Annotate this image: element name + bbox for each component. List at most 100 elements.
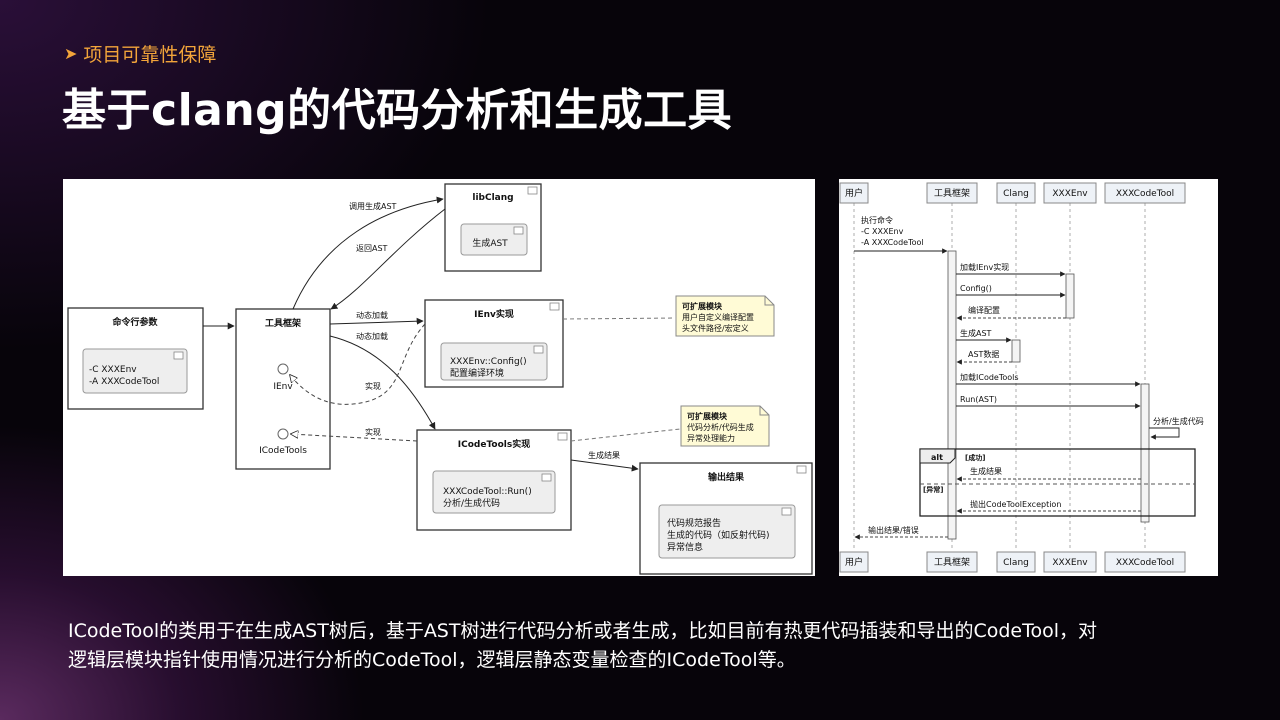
note-ienv-line2: 头文件路径/宏定义 bbox=[682, 323, 749, 333]
edge-impl-icodetools bbox=[291, 434, 418, 442]
edge-return-ast bbox=[330, 208, 446, 310]
participant-xxxenv-bottom: XXXEnv bbox=[1043, 551, 1097, 573]
description-line-1: ICodeTool的类用于在生成AST树后，基于AST树进行代码分析或者生成，比… bbox=[68, 620, 1098, 642]
libclang-title: libClang bbox=[472, 193, 513, 203]
edge-note-ienv bbox=[562, 317, 676, 320]
icodetools-impl-line1: XXXCodeTool::Run() bbox=[443, 487, 532, 497]
msg-ast-data: AST数据 bbox=[968, 349, 999, 359]
label-gen-result: 生成结果 bbox=[588, 450, 620, 460]
alt-exception-guard: [异常] bbox=[923, 485, 943, 494]
label-dyn-load2: 动态加载 bbox=[356, 331, 388, 341]
output-line3: 异常信息 bbox=[667, 541, 703, 553]
msg-gen-ast: 生成AST bbox=[960, 328, 992, 338]
ienv-impl-line2: 配置编译环境 bbox=[450, 367, 504, 379]
participant-xxxcodetool-bottom: XXXCodeTool bbox=[1104, 551, 1186, 573]
svg-text:Clang: Clang bbox=[1003, 189, 1029, 199]
svg-text:工具框架: 工具框架 bbox=[934, 187, 970, 199]
component-diagram-panel: 命令行参数 -C XXXEnv -A XXXCodeTool 工具框架 IEnv… bbox=[63, 179, 815, 576]
msg-exec-line1: 执行命令 bbox=[861, 215, 893, 225]
note-ienv-line1: 用户自定义编译配置 bbox=[682, 312, 754, 322]
svg-text:XXXCodeTool: XXXCodeTool bbox=[1116, 558, 1174, 568]
note-ienv-title: 可扩展模块 bbox=[682, 301, 723, 311]
icodetools-impl-title: ICodeTools实现 bbox=[458, 438, 530, 450]
component-diagram: 命令行参数 -C XXXEnv -A XXXCodeTool 工具框架 IEnv… bbox=[67, 183, 813, 575]
triangle-arrow-icon: ➤ bbox=[64, 44, 78, 63]
label-call-ast: 调用生成AST bbox=[349, 201, 397, 211]
edge-dyn-load-icodetools bbox=[329, 335, 436, 430]
msg-analyze-arrow bbox=[1149, 427, 1180, 440]
output-line2: 生成的代码（如反射代码) bbox=[667, 529, 770, 541]
msg-load-ienv: 加载IEnv实现 bbox=[960, 262, 1009, 272]
svg-text:工具框架: 工具框架 bbox=[934, 556, 970, 568]
label-impl1: 实现 bbox=[365, 381, 381, 391]
icodetools-impl-line2: 分析/生成代码 bbox=[443, 497, 500, 509]
participant-clang-top: Clang bbox=[996, 182, 1036, 204]
section-label: 项目可靠性保障 bbox=[83, 44, 217, 66]
ienv-impl-component: IEnv实现 XXXEnv::Config() 配置编译环境 bbox=[424, 299, 564, 388]
edge-note-icodetools bbox=[570, 428, 681, 442]
svg-text:用户: 用户 bbox=[845, 556, 863, 568]
label-return-ast: 返回AST bbox=[356, 244, 388, 253]
libclang-inner: 生成AST bbox=[472, 237, 508, 249]
participant-xxxenv-top: XXXEnv bbox=[1043, 182, 1097, 204]
slide-title: 基于clang的代码分析和生成工具 bbox=[62, 85, 733, 136]
activation-xxxenv bbox=[1065, 273, 1075, 319]
edge-gen-result bbox=[570, 459, 639, 472]
activation-clang bbox=[1011, 339, 1021, 363]
slide-description: ICodeTool的类用于在生成AST树后，基于AST树进行代码分析或者生成，比… bbox=[68, 617, 1228, 675]
activation-framework bbox=[947, 250, 957, 540]
msg-analyze: 分析/生成代码 bbox=[1153, 416, 1204, 426]
icodetools-interface-label: ICodeTools bbox=[259, 446, 307, 456]
label-dyn-load1: 动态加载 bbox=[356, 310, 388, 320]
cmd-args-line1: -C XXXEnv bbox=[89, 365, 137, 375]
alt-success-guard: [成功] bbox=[965, 453, 985, 462]
output-title: 输出结果 bbox=[708, 471, 745, 483]
svg-text:Clang: Clang bbox=[1003, 558, 1029, 568]
participant-user-top: 用户 bbox=[839, 182, 869, 204]
msg-load-icodetools: 加载ICodeTools bbox=[960, 372, 1019, 382]
sequence-diagram-panel: 用户 工具框架 Clang XXXEnv XXXCodeTool 用户 工具框架… bbox=[839, 179, 1218, 576]
svg-text:XXXCodeTool: XXXCodeTool bbox=[1116, 189, 1174, 199]
activation-xxxcodetool bbox=[1140, 383, 1150, 523]
cmd-args-title: 命令行参数 bbox=[111, 316, 158, 328]
participant-framework-top: 工具框架 bbox=[926, 182, 978, 204]
section-kicker: ➤ 项目可靠性保障 bbox=[64, 40, 216, 67]
participant-xxxcodetool-top: XXXCodeTool bbox=[1104, 182, 1186, 204]
note-ienv: 可扩展模块 用户自定义编译配置 头文件路径/宏定义 bbox=[675, 295, 775, 337]
msg-output: 输出结果/错误 bbox=[868, 525, 919, 535]
icodetools-impl-component: ICodeTools实现 XXXCodeTool::Run() 分析/生成代码 bbox=[416, 429, 572, 531]
output-line1: 代码规范报告 bbox=[667, 517, 721, 529]
label-impl2: 实现 bbox=[365, 427, 381, 437]
alt-fragment: alt [成功] [异常] bbox=[919, 448, 1196, 517]
msg-exec-line3: -A XXXCodeTool bbox=[861, 238, 924, 247]
note-icodetools-line2: 异常处理能力 bbox=[687, 433, 735, 443]
msg-run: Run(AST) bbox=[960, 395, 997, 404]
msg-compile-config: 编译配置 bbox=[968, 305, 1000, 315]
ienv-impl-title: IEnv实现 bbox=[474, 308, 514, 320]
cmd-args-component: 命令行参数 -C XXXEnv -A XXXCodeTool bbox=[67, 307, 204, 410]
output-component: 输出结果 代码规范报告 生成的代码（如反射代码) 异常信息 bbox=[639, 462, 813, 575]
edge-dyn-load-ienv bbox=[329, 317, 424, 325]
framework-component: 工具框架 IEnv ICodeTools bbox=[235, 308, 331, 470]
msg-gen-result: 生成结果 bbox=[970, 466, 1002, 476]
framework-title: 工具框架 bbox=[265, 317, 301, 329]
participant-clang-bottom: Clang bbox=[996, 551, 1036, 573]
ienv-interface-label: IEnv bbox=[273, 382, 293, 392]
msg-throw: 抛出CodeToolException bbox=[970, 499, 1061, 509]
msg-config: Config() bbox=[960, 284, 992, 293]
participant-framework-bottom: 工具框架 bbox=[926, 551, 978, 573]
svg-text:XXXEnv: XXXEnv bbox=[1052, 558, 1088, 568]
note-icodetools: 可扩展模块 代码分析/代码生成 异常处理能力 bbox=[680, 405, 770, 447]
libclang-component: libClang 生成AST bbox=[444, 183, 542, 272]
edge-call-ast bbox=[292, 196, 444, 310]
participant-user-bottom: 用户 bbox=[839, 551, 869, 573]
msg-exec-line2: -C XXXEnv bbox=[861, 227, 904, 236]
note-icodetools-title: 可扩展模块 bbox=[687, 411, 728, 421]
note-icodetools-line1: 代码分析/代码生成 bbox=[687, 422, 754, 432]
description-line-2: 逻辑层模块指针使用情况进行分析的CodeTool，逻辑层静态变量检查的ICode… bbox=[68, 649, 796, 671]
cmd-args-line2: -A XXXCodeTool bbox=[89, 377, 159, 387]
ienv-impl-line1: XXXEnv::Config() bbox=[450, 357, 527, 367]
svg-text:用户: 用户 bbox=[845, 187, 863, 199]
alt-label: alt bbox=[931, 453, 943, 462]
sequence-diagram: 用户 工具框架 Clang XXXEnv XXXCodeTool 用户 工具框架… bbox=[839, 182, 1204, 573]
